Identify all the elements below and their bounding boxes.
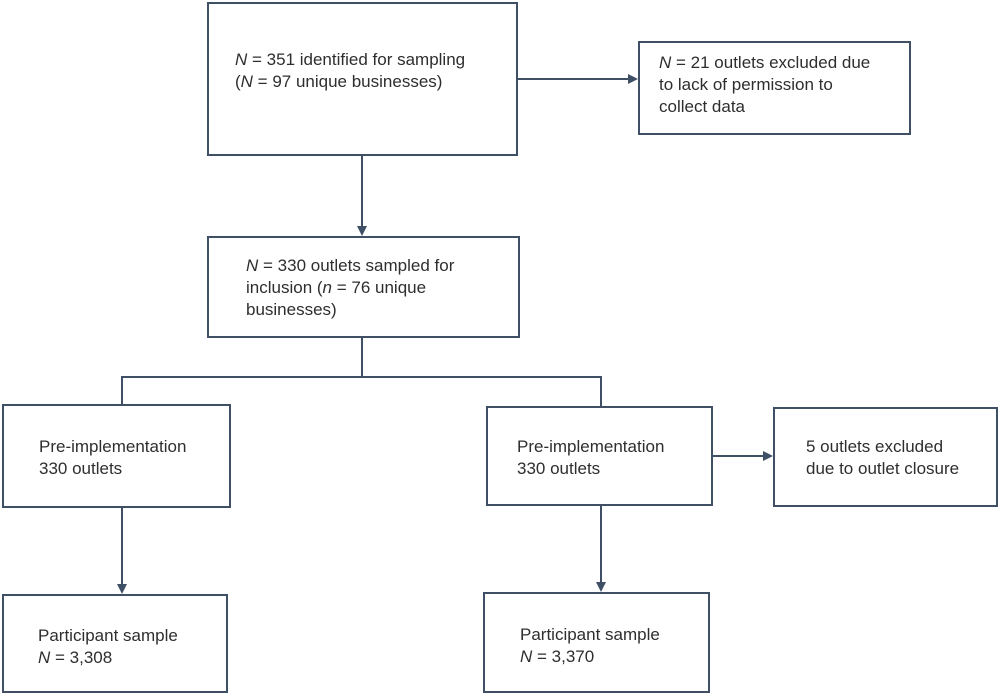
participants-left-line-2: N = 3,308 — [38, 648, 113, 667]
arrowhead-participants-right — [596, 582, 606, 592]
participant-sample-left-box: Participant sample N = 3,308 — [2, 594, 228, 693]
sampled-line-1: N = 330 outlets sampled for — [246, 256, 455, 275]
sampling-line-2: (N = 97 unique businesses) — [235, 72, 443, 91]
sampling-line-1: N = 351 identified for sampling — [235, 50, 466, 69]
participants-left-line-1: Participant sample — [38, 626, 178, 645]
pre-left-line-1: Pre-implementation — [39, 437, 187, 456]
arrowhead-sampled — [357, 226, 367, 236]
pre-right-line-1: Pre-implementation — [517, 437, 665, 456]
pre-left-line-2: 330 outlets — [39, 459, 123, 478]
sampled-line-3: businesses) — [246, 300, 337, 319]
pre-implementation-right-box: Pre-implementation 330 outlets — [486, 406, 713, 506]
arrowhead-closure — [763, 451, 773, 461]
excluded-closure-box: 5 outlets excluded due to outlet closure — [773, 407, 998, 507]
sampled-line-2: inclusion (n = 76 unique — [246, 278, 427, 297]
excluded-permission-box: N = 21 outlets excluded due to lack of p… — [638, 41, 911, 135]
arrowhead-participants-left — [117, 584, 127, 594]
split-connector-right — [362, 376, 602, 406]
excluded-line-1: N = 21 outlets excluded due — [659, 53, 871, 72]
pre-implementation-left-box: Pre-implementation 330 outlets — [2, 404, 231, 508]
participant-sample-right-box: Participant sample N = 3,370 — [483, 592, 710, 693]
pre-right-line-2: 330 outlets — [517, 459, 601, 478]
closure-line-2: due to outlet closure — [806, 459, 960, 478]
arrowhead-excluded — [628, 74, 638, 84]
excluded-line-3: collect data — [659, 97, 745, 116]
excluded-line-2: to lack of permission to — [659, 75, 833, 94]
participants-right-line-2: N = 3,370 — [520, 647, 595, 666]
participants-right-line-1: Participant sample — [520, 625, 660, 644]
closure-line-1: 5 outlets excluded — [806, 437, 944, 456]
sampled-box: N = 330 outlets sampled for inclusion (n… — [207, 236, 520, 338]
split-connector — [121, 338, 363, 404]
sampling-box: N = 351 identified for sampling (N = 97 … — [207, 2, 518, 156]
